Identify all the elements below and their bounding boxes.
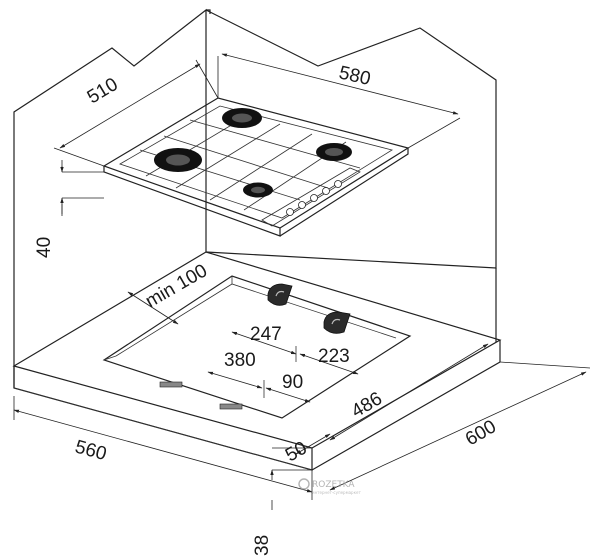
watermark-brand: ROZETKA [312,480,355,490]
dim-560: 560 [73,437,109,465]
rozetka-watermark: ROZETKA интернет-супермаркет [298,478,361,495]
burner-front-left [154,148,202,172]
fixing-clip-2 [323,311,351,334]
burner-rear-right [316,143,352,161]
dim-247: 247 [250,324,282,345]
burner-front-right [243,182,273,198]
dim-min-100: min 100 [142,260,211,312]
burner-rear-left [222,108,262,128]
dim-600: 600 [462,416,500,450]
dim-40: 40 [34,237,55,258]
watermark-tagline: интернет-супермаркет [312,490,361,495]
dim-223: 223 [318,346,350,367]
dimension-lines [13,53,591,510]
fixing-clip-1 [267,283,293,306]
gas-hob [102,97,410,237]
dim-50: 50 [282,438,311,467]
rozetka-logo-icon [298,478,310,490]
dim-90: 90 [282,372,303,393]
dim-580: 580 [337,62,373,90]
dim-38: 38 [252,535,273,556]
dim-510: 510 [84,74,122,108]
dim-486: 486 [348,388,386,422]
dim-380: 380 [224,350,256,371]
